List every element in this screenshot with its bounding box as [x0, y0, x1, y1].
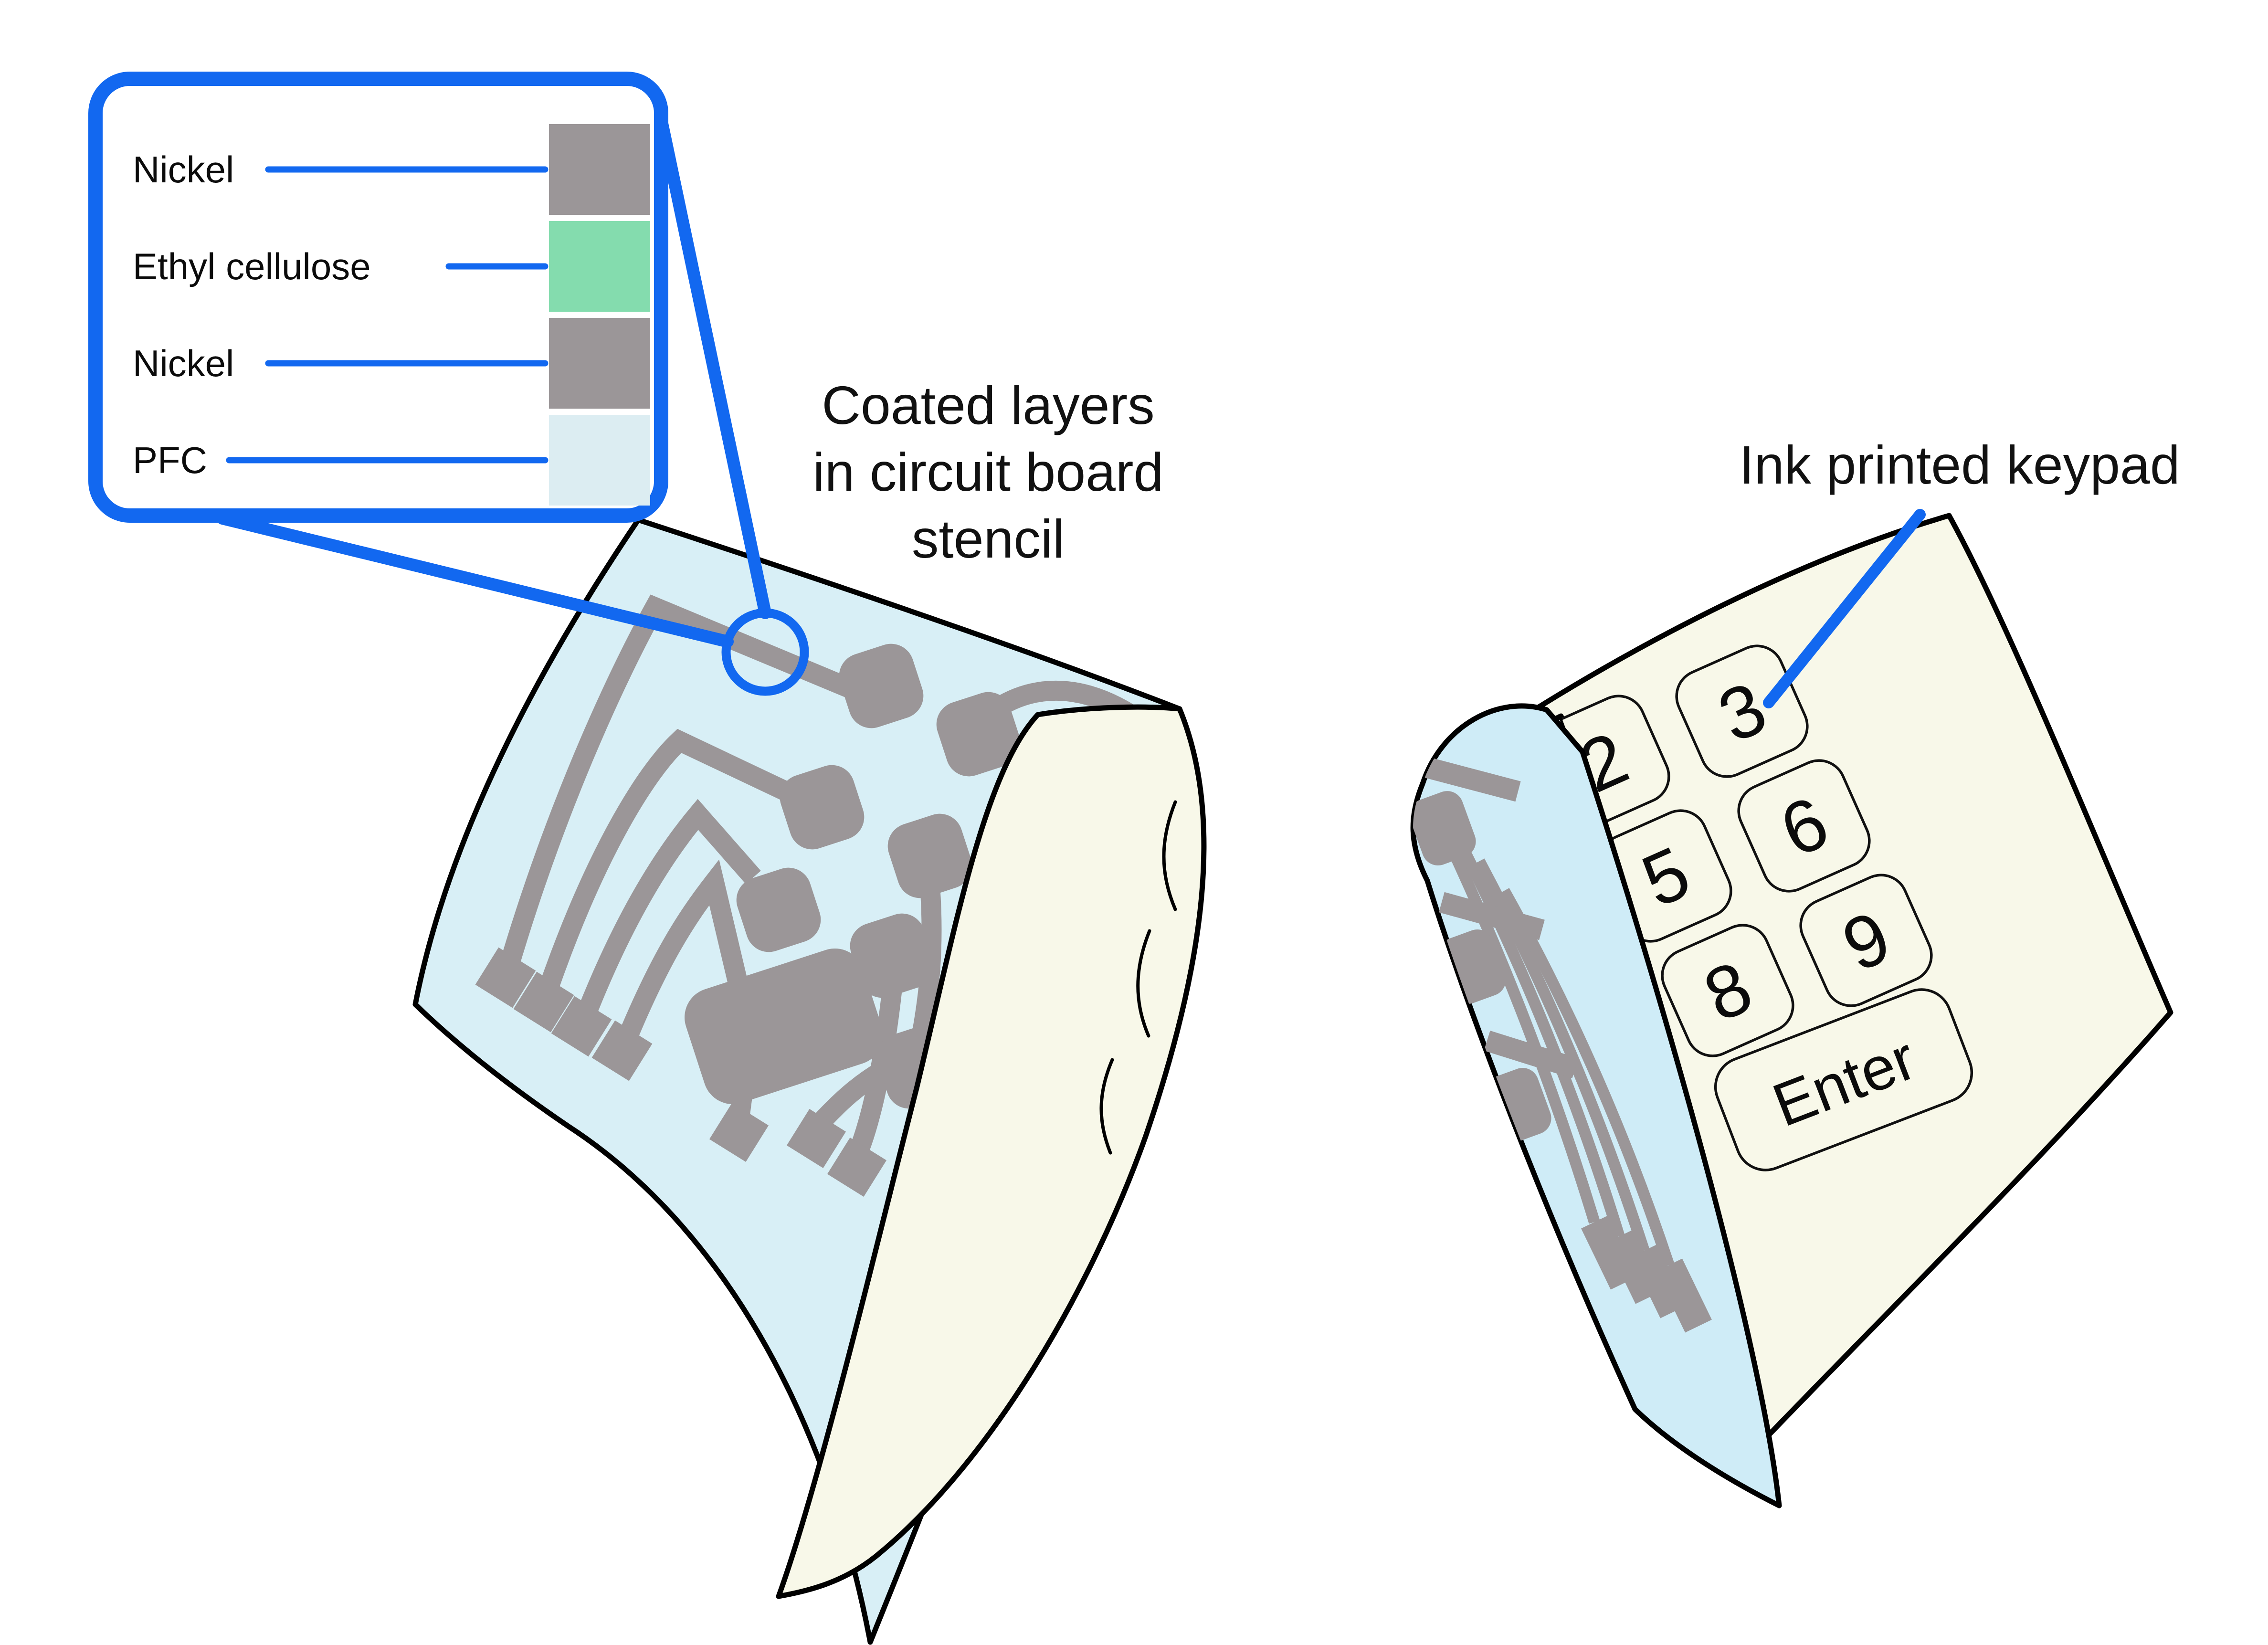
key-9: 9 — [1799, 874, 1933, 1007]
key-enter-cap — [1714, 988, 1973, 1171]
connector-stubs — [475, 947, 887, 1197]
circuit-traces — [475, 594, 1177, 1197]
coated-title-line-2: in circuit board — [813, 442, 1164, 502]
annotation-coated-layers: Coated layers in circuit board stencil — [813, 375, 1164, 569]
legend-label-nickel-top: Nickel — [133, 148, 234, 190]
legend-label-pfc: PFC — [133, 439, 207, 481]
legend-box — [88, 72, 668, 523]
key-enter: Enter — [1714, 988, 1973, 1171]
key-9-cap — [1799, 874, 1933, 1007]
key-6: 6 — [1737, 759, 1871, 893]
key-3: 3 — [1675, 644, 1809, 778]
coated-title-line-3: stencil — [912, 509, 1065, 569]
key-6-cap — [1737, 759, 1871, 893]
stencil-back-page — [776, 704, 1207, 1599]
key-8: 8 — [1661, 924, 1794, 1057]
callout-line-top — [654, 108, 771, 619]
callout-line-bottom — [216, 512, 734, 648]
key-3-cap — [1675, 644, 1809, 778]
keypad-title: Ink printed keypad — [1739, 435, 2180, 495]
legend-label-ethyl-cellulose: Ethyl cellulose — [133, 245, 371, 287]
coated-title-line-1: Coated layers — [822, 375, 1154, 435]
paper-ripples — [1099, 800, 1177, 1155]
stencil-sheet — [412, 517, 1207, 1645]
swatch-ethyl-cellulose — [549, 221, 650, 312]
swatch-pfc — [549, 415, 650, 506]
keypad-sheet: 2 3 5 6 8 9 En — [1410, 513, 2173, 1508]
keypad-pointer-line — [1763, 509, 1926, 708]
swatch-nickel-bottom — [549, 318, 650, 409]
key-8-cap — [1661, 924, 1794, 1057]
curl-circuit — [1413, 753, 1712, 1333]
annotation-keypad: Ink printed keypad — [1739, 435, 2180, 708]
legend-label-nickel-bottom: Nickel — [133, 342, 234, 384]
magnifier-circle — [721, 608, 809, 696]
layer-legend: Nickel Ethyl cellulose Nickel PFC — [88, 72, 809, 696]
swatch-nickel-top — [549, 124, 650, 215]
